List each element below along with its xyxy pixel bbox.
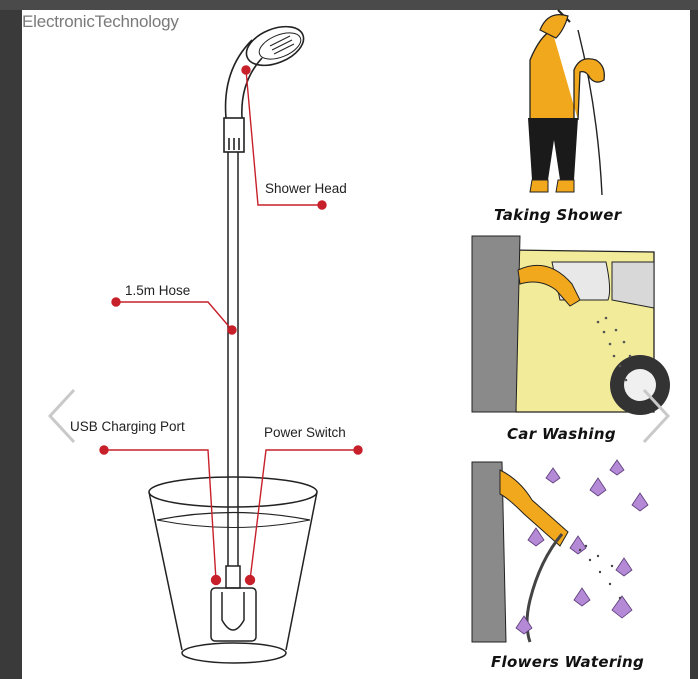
shower-head <box>223 25 305 153</box>
use-caption-flowers: Flowers Watering <box>491 653 645 671</box>
shower-head-label: Shower Head <box>265 181 347 196</box>
top-strip <box>0 0 698 10</box>
use-caption-shower: Taking Shower <box>494 206 622 224</box>
pump-unit <box>210 565 257 642</box>
watermark-text: ElectronicTechnology <box>22 12 179 31</box>
chevron-right-icon <box>642 388 671 444</box>
use-caption-car: Car Washing <box>507 425 616 443</box>
hose-label: 1.5m Hose <box>125 283 191 298</box>
power-switch-label: Power Switch <box>264 425 346 440</box>
bucket <box>148 476 318 664</box>
car-washing-illustration <box>471 235 670 415</box>
flowers-watering-illustration <box>471 459 656 643</box>
callout-lines <box>99 65 363 586</box>
hose-pipe <box>227 152 239 566</box>
chevron-left-icon <box>47 388 76 444</box>
next-image-button[interactable] <box>640 386 674 446</box>
usb-charging-port-label: USB Charging Port <box>70 419 185 434</box>
previous-image-button[interactable] <box>44 386 78 446</box>
man-showering-illustration <box>528 9 605 196</box>
